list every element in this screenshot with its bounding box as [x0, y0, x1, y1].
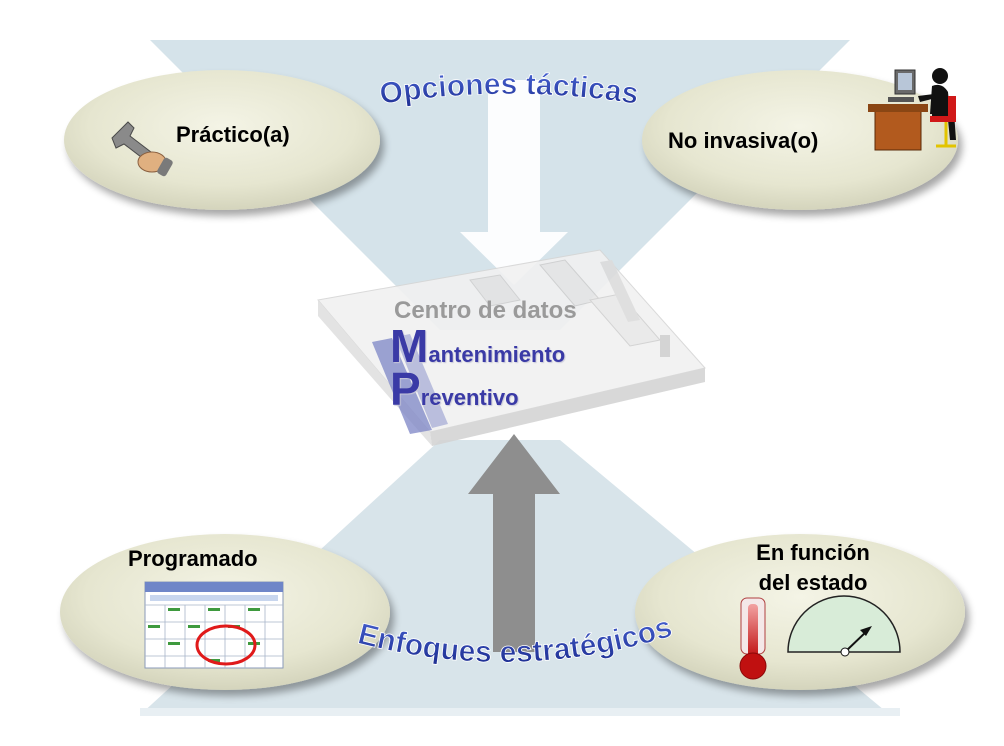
condition-based-label: En función del estado — [708, 538, 918, 598]
condition-label-line1: En función — [756, 540, 870, 565]
non-invasive-label: No invasiva(o) — [668, 128, 819, 153]
practical-label: Práctico(a) — [176, 122, 290, 147]
preventive-line: Preventivo — [390, 366, 640, 412]
gauge-icon — [787, 595, 901, 657]
scheduled-label: Programado — [128, 546, 258, 571]
practical-ellipse — [64, 70, 380, 210]
maintenance-rest: antenimiento — [428, 342, 566, 367]
maintenance-line: Mantenimiento — [390, 323, 640, 369]
wrench-hand-icon — [111, 121, 173, 177]
center-text-block: Centro de datos Mantenimiento Preventivo — [390, 297, 640, 412]
tactical-arrow — [460, 80, 568, 285]
strategic-arrow — [468, 434, 560, 652]
calendar-icon — [144, 581, 284, 669]
datacenter-title: Centro de datos — [394, 297, 577, 324]
preventive-rest: reventivo — [420, 385, 519, 410]
datacenter-floorplan-image — [317, 249, 706, 446]
preventive-initial: P — [390, 363, 421, 415]
person-at-computer-icon — [868, 68, 956, 151]
maintenance-initial: M — [390, 320, 429, 372]
thermometer-icon — [739, 597, 767, 680]
condition-label-line2: del estado — [758, 570, 868, 595]
